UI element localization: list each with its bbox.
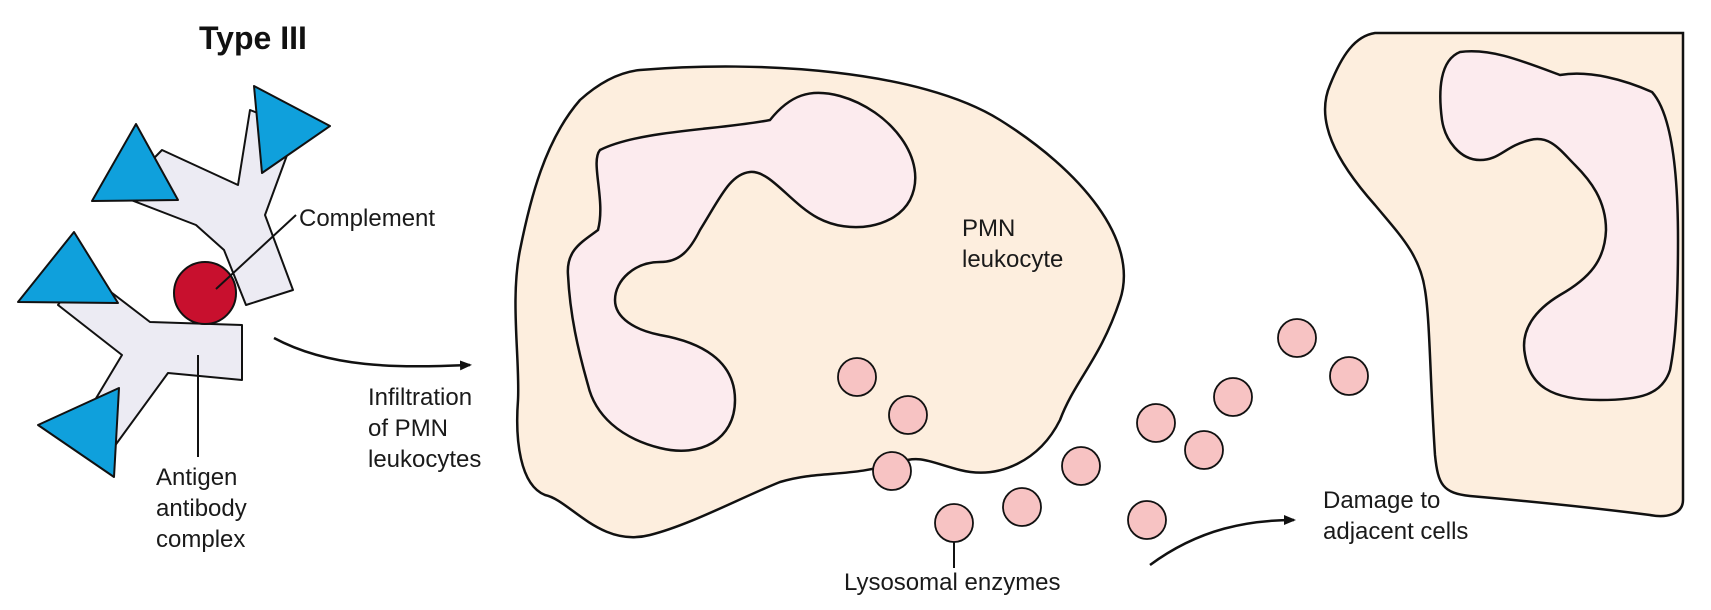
enzyme-granule	[888, 395, 928, 435]
label-line: antibody	[156, 495, 247, 522]
adjacent-cell-nucleus	[1439, 50, 1680, 402]
complement-circle	[173, 261, 237, 325]
enzyme-granule	[934, 503, 974, 543]
complement-label: Complement	[299, 203, 435, 234]
enzyme-granule	[837, 357, 877, 397]
enzyme-granule	[1061, 446, 1101, 486]
label-line: complex	[156, 526, 246, 553]
adjacent-cell	[1323, 31, 1685, 518]
label-line: Infiltration	[368, 384, 473, 411]
antigen-antibody-complex-label: Antigen antibody complex	[156, 462, 247, 555]
label-line: adjacent cells	[1323, 518, 1469, 545]
label-line: Antigen	[156, 464, 238, 491]
diagram-title: Type III	[199, 20, 307, 56]
infiltration-label: Infiltration of PMN leukocytes	[368, 382, 481, 475]
pmn-leukocyte-cell	[514, 65, 1126, 539]
label-line: Damage to	[1323, 487, 1441, 514]
lysosomal-enzymes	[837, 318, 1369, 568]
antigen-antibody-complex	[17, 85, 331, 478]
damage-arrow	[1149, 515, 1296, 567]
enzyme-granule	[1329, 356, 1369, 396]
antigen-triangle	[37, 387, 120, 478]
label-line: PMN	[962, 215, 1016, 242]
damage-label: Damage to adjacent cells	[1323, 485, 1468, 547]
complement-label-text: Complement	[299, 205, 436, 232]
label-line: leukocytes	[368, 446, 482, 473]
enzyme-granule	[1136, 403, 1176, 443]
enzyme-granule	[1184, 430, 1224, 470]
enzyme-granule	[1213, 377, 1253, 417]
pmn-nucleus	[566, 91, 917, 452]
infiltration-arrow	[273, 336, 472, 371]
enzyme-granule	[1277, 318, 1317, 358]
antigen-triangle	[91, 123, 179, 202]
complement-leader-line	[215, 214, 297, 290]
label-line: leukocyte	[962, 246, 1064, 273]
pmn-leukocyte-label: PMN leukocyte	[962, 213, 1063, 275]
lysosomal-enzymes-label: Lysosomal enzymes	[844, 567, 1061, 598]
antigen-triangle	[253, 85, 331, 174]
antigen-triangle	[17, 231, 119, 304]
enzyme-granule	[872, 451, 912, 491]
label-line: of PMN	[368, 415, 449, 442]
enzyme-granule	[1127, 500, 1167, 540]
enzyme-granule	[1002, 487, 1042, 527]
label-line: Lysosomal enzymes	[844, 569, 1061, 596]
